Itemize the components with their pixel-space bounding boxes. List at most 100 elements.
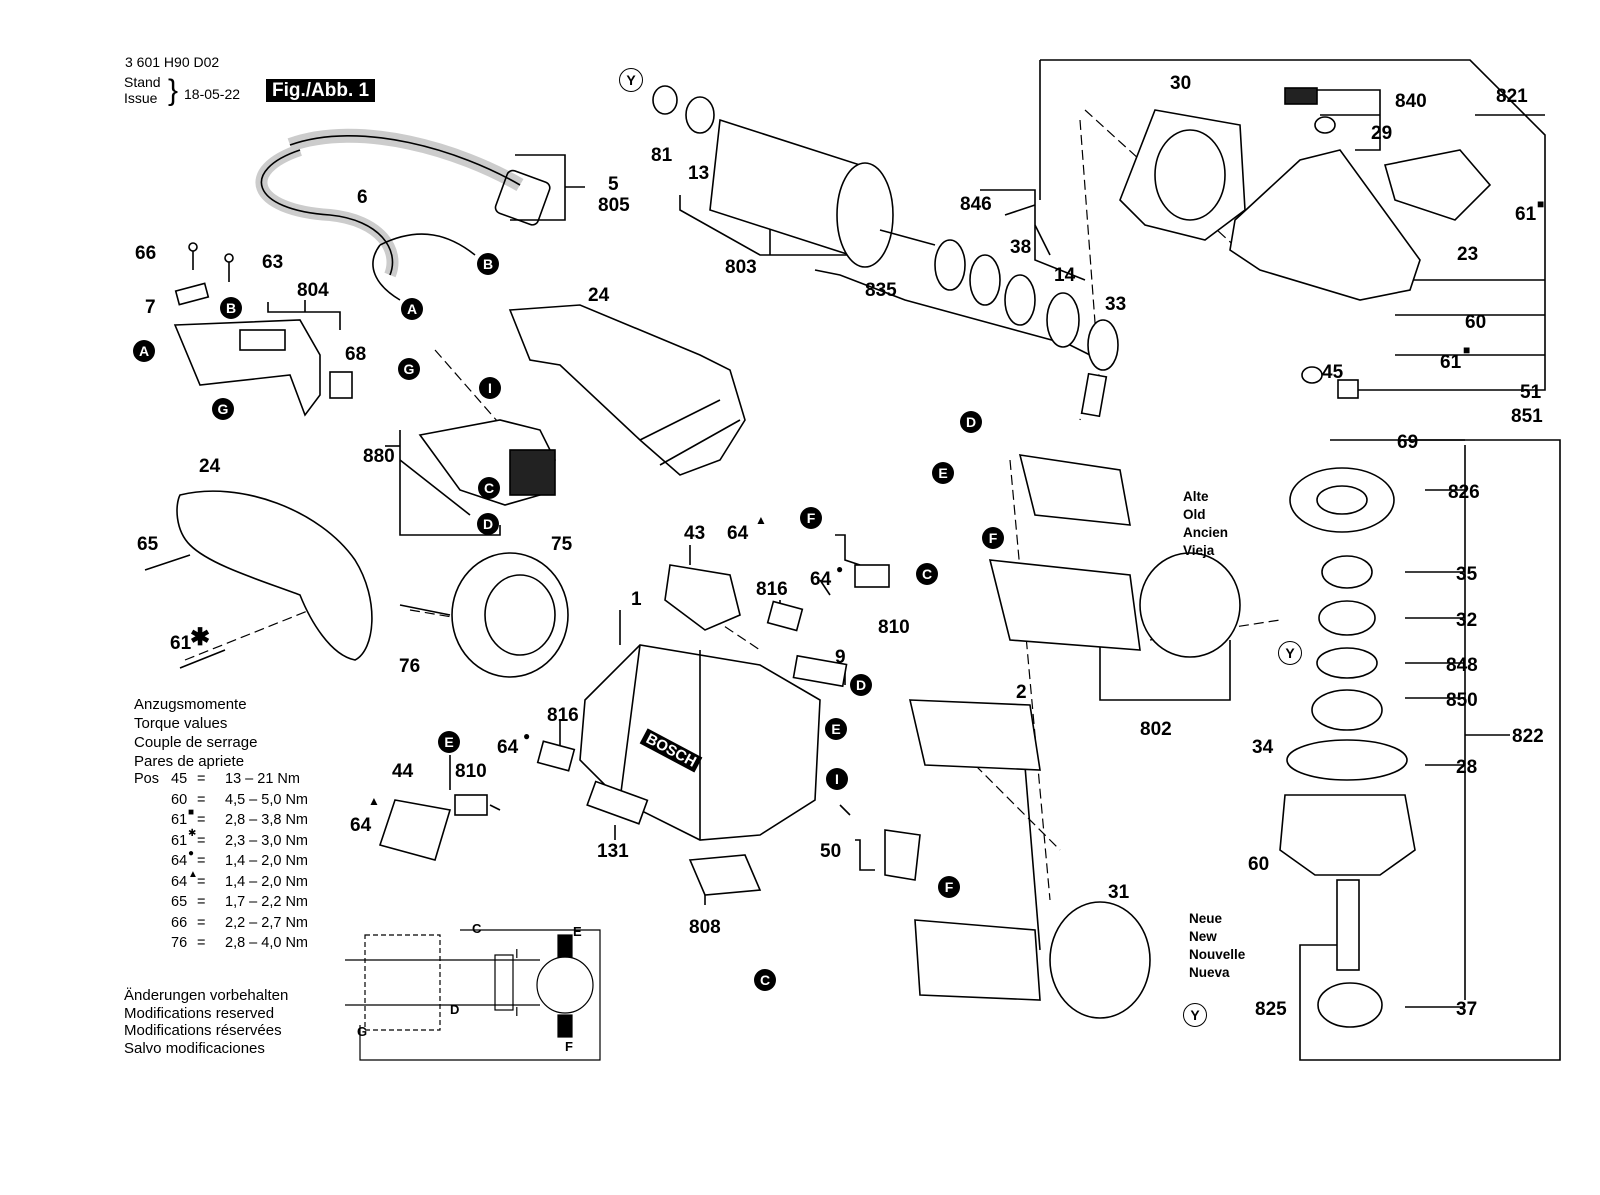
callout-a-1: A [401,298,423,320]
part-825: 825 [1255,999,1287,1020]
part-9: 9 [835,647,846,668]
callout-b-2: B [220,297,242,319]
issue-label: Issue [124,90,158,106]
torque-row-equals: = [197,873,206,890]
part-810-lower: 810 [455,761,487,782]
torque-row-equals: = [197,853,206,869]
part-37: 37 [1456,999,1478,1020]
torque-heading-de: Anzugsmomente [134,696,247,713]
part-804: 804 [297,280,329,301]
part-76: 76 [399,656,421,677]
old-label-en: Old [1183,507,1206,522]
callout-e-3: E [932,462,954,484]
torque-row-equals: = [197,832,206,849]
schematic-label-i2: I [515,1004,519,1019]
callout-g-2: G [398,358,420,380]
part-850: 850 [1446,690,1478,711]
torque-pos-header: Pos [134,771,159,787]
torque-row-pos: 64 [171,853,188,869]
star-marker: ✱ [190,624,211,651]
part-61-star: 61 [170,633,192,654]
old-label-de: Alte [1183,489,1209,504]
part-805: 805 [598,195,630,216]
callout-f-2: F [938,876,960,898]
square-marker: ■ [1463,343,1471,357]
footer-note-es: Salvo modificaciones [124,1039,265,1057]
part-30: 30 [1170,73,1192,94]
schematic-label-g: G [357,1024,368,1039]
part-6: 6 [357,187,368,208]
torque-row-marker: ▲ [188,868,198,880]
schematic-label-d: D [450,1002,460,1017]
part-810-upper: 810 [878,617,910,638]
torque-row-equals: = [197,935,206,951]
torque-row-equals: = [197,771,206,787]
part-34: 34 [1252,737,1274,758]
part-848: 848 [1446,655,1478,676]
part-64-triangle-lower: 64 [350,815,372,836]
callout-i-2: I [826,768,848,790]
part-35: 35 [1456,564,1478,585]
square-marker-top: ■ [1537,197,1545,211]
triangle-marker-lower: ▲ [368,794,380,808]
part-7: 7 [145,297,156,318]
part-816-lower: 816 [547,705,579,726]
footer-note-de: Änderungen vorbehalten [124,987,289,1004]
part-803: 803 [725,257,757,278]
part-64-triangle: 64 [727,523,749,544]
part-51: 51 [1520,382,1542,403]
new-label-fr: Nouvelle [1189,947,1246,962]
torque-row-value: 2,3 – 3,0 Nm [225,832,309,849]
schematic-label-f: F [565,1039,573,1054]
part-64-dot-lower: 64 [497,737,519,758]
torque-row-pos: 61 [171,812,188,828]
part-45: 45 [1322,362,1344,383]
torque-row-equals: = [197,914,206,931]
torque-row-marker: ● [188,848,195,859]
torque-row-marker: ■ [188,807,195,818]
part-826: 826 [1448,482,1480,503]
part-840: 840 [1395,91,1427,112]
dot-marker-lower: ● [523,729,531,743]
old-field-labels: Alte Old Ancien Vieja [1183,488,1228,560]
part-75: 75 [551,534,573,555]
torque-row-equals: = [197,791,206,808]
torque-row-equals: = [197,812,206,828]
part-851: 851 [1511,406,1543,427]
part-131: 131 [597,841,629,862]
part-24-upper: 24 [588,285,610,306]
torque-row-pos: 65 [171,894,188,910]
issue-date: 18-05-22 [184,86,241,102]
part-808: 808 [689,917,721,938]
callout-y-2: Y [1278,641,1302,665]
part-38: 38 [1010,237,1032,258]
part-1: 1 [631,589,642,610]
torque-row-pos: 66 [171,914,188,931]
schematic-label-e: E [573,924,582,939]
old-label-fr: Ancien [1183,525,1229,540]
torque-row-value: 2,8 – 4,0 Nm [225,935,309,951]
torque-row-pos: 64 [171,873,188,890]
part-31: 31 [1108,882,1130,903]
part-29: 29 [1371,123,1393,144]
callout-y-3: Y [1183,1003,1207,1027]
torque-row-pos: 60 [171,791,188,808]
part-28: 28 [1456,757,1478,778]
torque-row-equals: = [197,894,206,910]
part-44: 44 [392,761,414,782]
part-61-square-top: 61 [1515,204,1537,225]
dot-marker: ● [836,562,844,576]
new-label-en: New [1189,929,1217,944]
part-69: 69 [1397,432,1419,453]
torque-heading: Anzugsmomente Torque values Couple de se… [134,695,257,771]
callout-g-1: G [212,398,234,420]
part-66: 66 [135,243,157,264]
torque-heading-fr: Couple de serrage [134,734,258,751]
part-60-top: 60 [1465,312,1487,333]
torque-row-value: 2,8 – 3,8 Nm [225,812,309,828]
figure-label: Fig./Abb. 1 [266,79,376,102]
part-24-side: 24 [199,456,221,477]
footer-notes: Änderungen vorbehalten Modifications res… [124,987,288,1057]
part-5: 5 [608,174,619,195]
